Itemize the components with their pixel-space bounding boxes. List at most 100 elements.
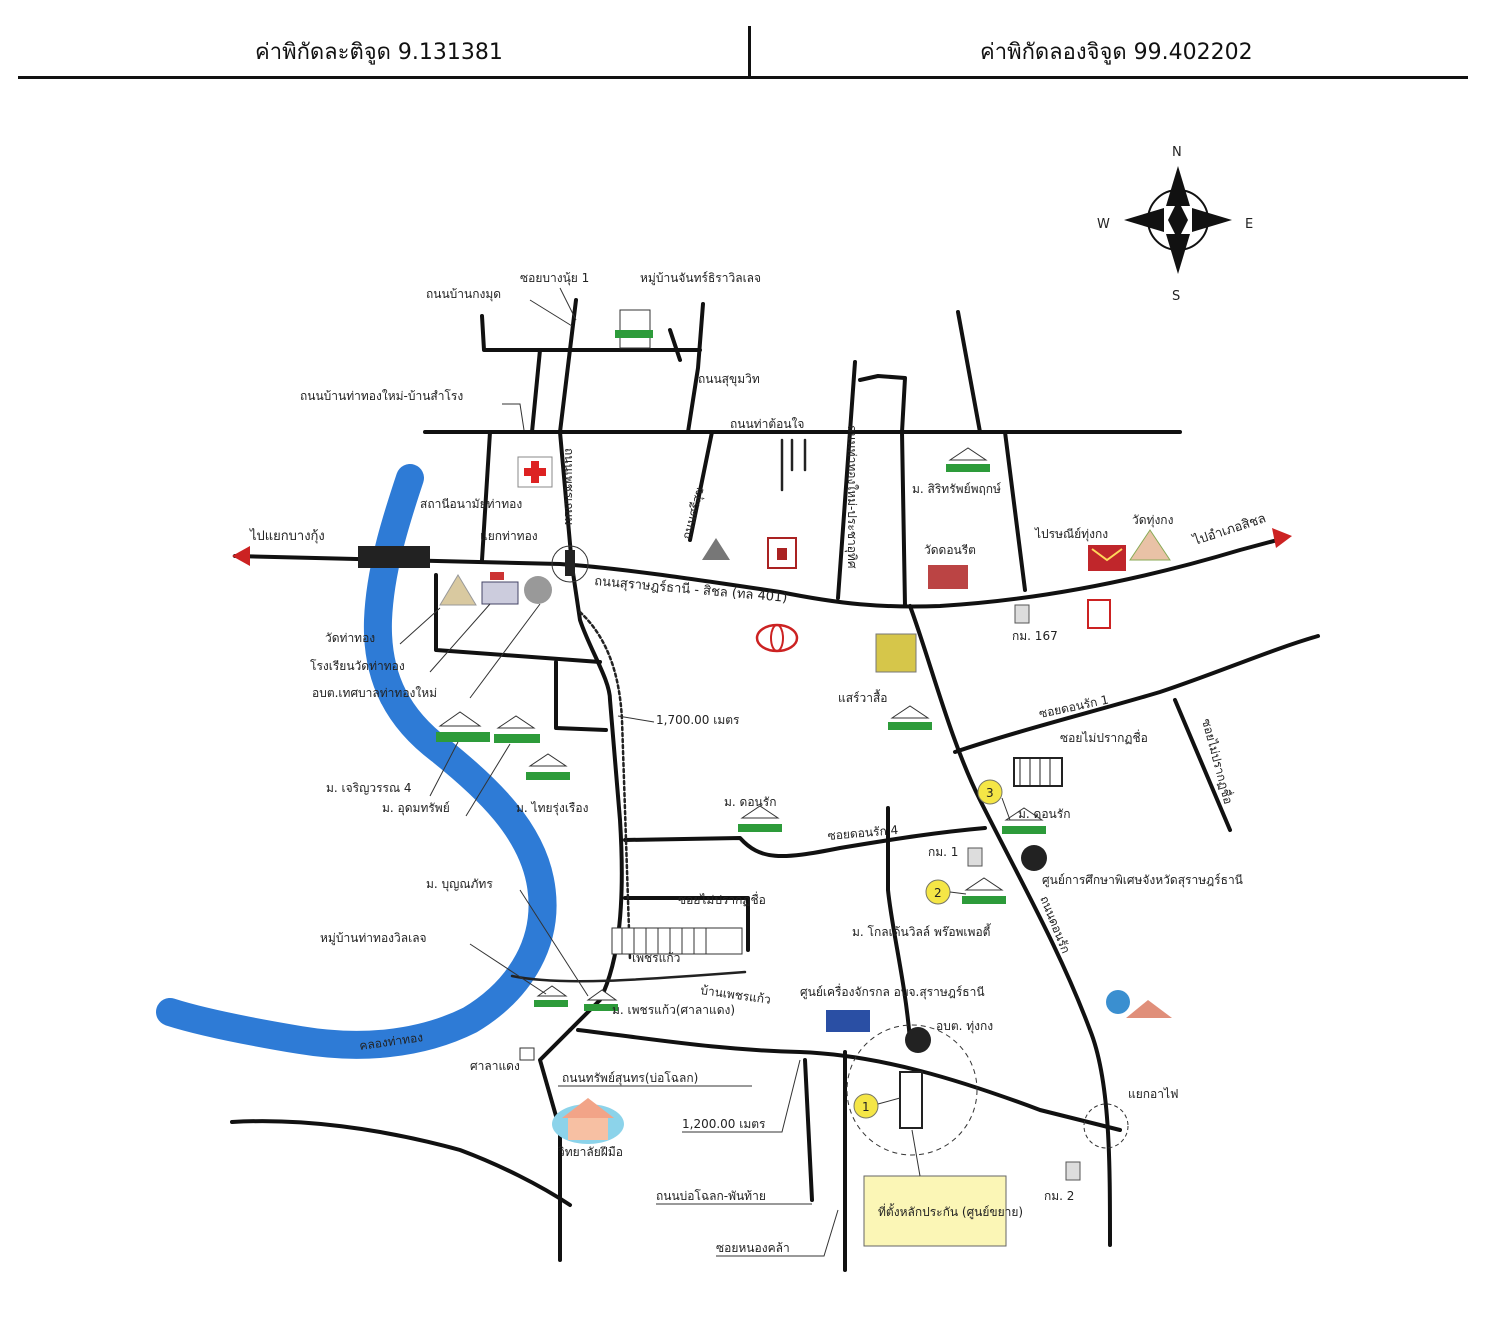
road-north-a	[530, 348, 542, 434]
label-km-167: กม. 167	[1012, 629, 1058, 643]
road-soi-unnamed-mid	[623, 896, 750, 952]
label-yaek-tha-thong: แยกท่าทอง	[480, 529, 538, 543]
road-west-short	[554, 660, 608, 732]
label-km-1: กม. 1	[928, 845, 958, 859]
road-north-b	[668, 328, 682, 362]
toyota-logo-icon	[755, 623, 799, 653]
km-post-icon	[1014, 604, 1030, 624]
label-bo-chalok-phan: ถนนบ่อโฉลก-พันท้าย	[656, 1189, 766, 1203]
label-ma-siri: ม. สิริทรัพย์พฤกษ์	[912, 482, 1001, 496]
road-west-1	[480, 430, 492, 562]
marker-2-label: 2	[934, 886, 942, 900]
government-seal-icon	[524, 576, 552, 604]
benchmark-box-label: ที่ตั้งหลักประกัน (ศูนย์ขยาย)	[878, 1203, 1023, 1220]
benchmark-box	[863, 1175, 1007, 1247]
label-obt-thung-kong: อบต. ทุ่งกง	[936, 1019, 993, 1034]
village-icon	[738, 805, 782, 832]
header-rule	[18, 76, 1468, 79]
km-post-2-icon	[1065, 1161, 1081, 1181]
village-icon	[615, 309, 653, 349]
marker-1	[853, 1093, 879, 1119]
label-tha-thong-samrong: ถนนบ้านท่าทองใหม่-บ้านสำโรง	[300, 389, 463, 403]
compass-w-label: W	[1097, 217, 1110, 232]
label-ma-thai-rung: ม. ไทยรุ่งเรือง	[516, 801, 588, 816]
compass-e-label: E	[1245, 217, 1253, 232]
village-icon	[436, 711, 490, 742]
label-yaek-fai: แยกอาไฟ	[1128, 1087, 1179, 1101]
road-ladder	[780, 438, 807, 492]
road-west-loop	[434, 573, 602, 664]
road-phetkasem	[558, 430, 624, 1032]
latitude-text: ค่าพิกัดละติจูด 9.131381	[255, 40, 503, 65]
road-bo-chalok-phan	[803, 1058, 814, 1202]
village-icon	[584, 989, 618, 1011]
road-sri-suk	[688, 430, 714, 542]
label-ma-don-rak-2: ม. ดอนรัก	[1018, 807, 1070, 821]
label-nong-khla: ซอยหนองคล้า	[716, 1241, 790, 1255]
village-icon	[962, 877, 1006, 904]
school-icon	[481, 572, 519, 605]
tree-house-icon	[1106, 990, 1172, 1018]
shop-icon	[928, 565, 968, 589]
village-icon	[946, 447, 990, 472]
college-house-icon	[552, 1098, 624, 1144]
road-sap-sunthon	[576, 1028, 1122, 1132]
label-to-sichon: ไปอำเภอสิชล	[1190, 510, 1268, 549]
leader-dist-2	[682, 1059, 801, 1133]
compass-rose-icon	[1124, 166, 1232, 274]
arrow-east-icon	[1272, 528, 1292, 548]
label-sae-wa-sue: แสร์วาสื้อ	[838, 689, 888, 705]
label-sri-suk: ถนนศรีสุข	[679, 486, 707, 541]
road-soi-don-rak-1	[953, 634, 1320, 754]
leader-nong-khla	[716, 1209, 839, 1257]
label-phetkasem: ถนนเพชรเกษม	[562, 448, 576, 525]
road-soi-bang-nui	[558, 298, 578, 434]
road-loop	[858, 374, 907, 608]
special-edu-seal-icon	[1021, 845, 1047, 871]
label-to-bang-kung: ไปแยกบางกุ้ง	[249, 528, 325, 544]
label-wat-tha-thong: วัดท่าทอง	[325, 631, 375, 645]
road-bo-chalok	[538, 1028, 572, 1262]
road-north-d	[1003, 430, 1027, 592]
label-ban-chan: หมู่บ้านจันทร์ธิราวิลเลจ	[640, 271, 761, 286]
hospital-cross-icon	[517, 456, 553, 488]
coin-sign-icon	[1087, 599, 1111, 629]
junction-dashed-circle	[1083, 1103, 1129, 1149]
label-tha-ton-jai: ถนนท่าต้อนใจ	[730, 417, 804, 431]
leader-ban-tha-thong-village	[469, 943, 547, 995]
label-dist-1: 1,700.00 เมตร	[656, 713, 740, 727]
village-icon	[1002, 807, 1046, 834]
label-college: วิทยาลัยฝีมือ	[558, 1145, 623, 1159]
traffic-light-icon	[565, 550, 575, 576]
label-sathani-anamai: สถานีอนามัยท่าทอง	[420, 497, 522, 511]
obt-seal-icon	[905, 1027, 931, 1053]
leader-tha-thong-samrong	[502, 403, 525, 431]
marker-leader	[877, 797, 1011, 1105]
road-highway-401	[233, 536, 1287, 609]
arrow-west-icon	[232, 546, 250, 566]
road-central-north-south	[886, 806, 912, 1042]
leader-soi-bang-nui	[559, 287, 577, 321]
junction-circle	[551, 545, 589, 583]
label-ma-golden: ม. โกลเด้นวิลล์ พร๊อพเพอตี้	[852, 923, 992, 939]
leader-ban-kong-mud	[529, 299, 573, 327]
road-soi-unnamed-east	[1173, 698, 1232, 832]
label-dist-2: 1,200.00 เมตร	[682, 1117, 766, 1131]
label-wat-don-rit: วัดดอนรีต	[924, 543, 976, 557]
label-sala-daeng: ศาลาแดง	[470, 1059, 520, 1073]
label-special-edu: ศูนย์การศึกษาพิเศษจังหวัดสุราษฎร์ธานี	[1042, 873, 1243, 888]
bridge-icon	[358, 546, 430, 568]
label-ban-kong-mud: ถนนบ้านกงมุด	[426, 287, 501, 302]
temple-icon	[1129, 529, 1171, 561]
label-sap-sunthon: ถนนทรัพย์สุนทร(บ่อโฉลก)	[562, 1071, 698, 1086]
dotted-distance-line	[578, 610, 632, 962]
factory-building-icon	[1013, 757, 1063, 787]
marker-3-label: 3	[986, 786, 994, 800]
village-icon	[494, 715, 540, 743]
housing-block-icon	[611, 927, 743, 955]
shrine-icon	[702, 538, 730, 560]
site-dashed-circle	[846, 1024, 978, 1156]
label-soi-unnamed-1: ซอยไม่ปรากฏชื่อ	[1060, 729, 1148, 745]
road-soi-don-rak-4	[623, 826, 987, 858]
